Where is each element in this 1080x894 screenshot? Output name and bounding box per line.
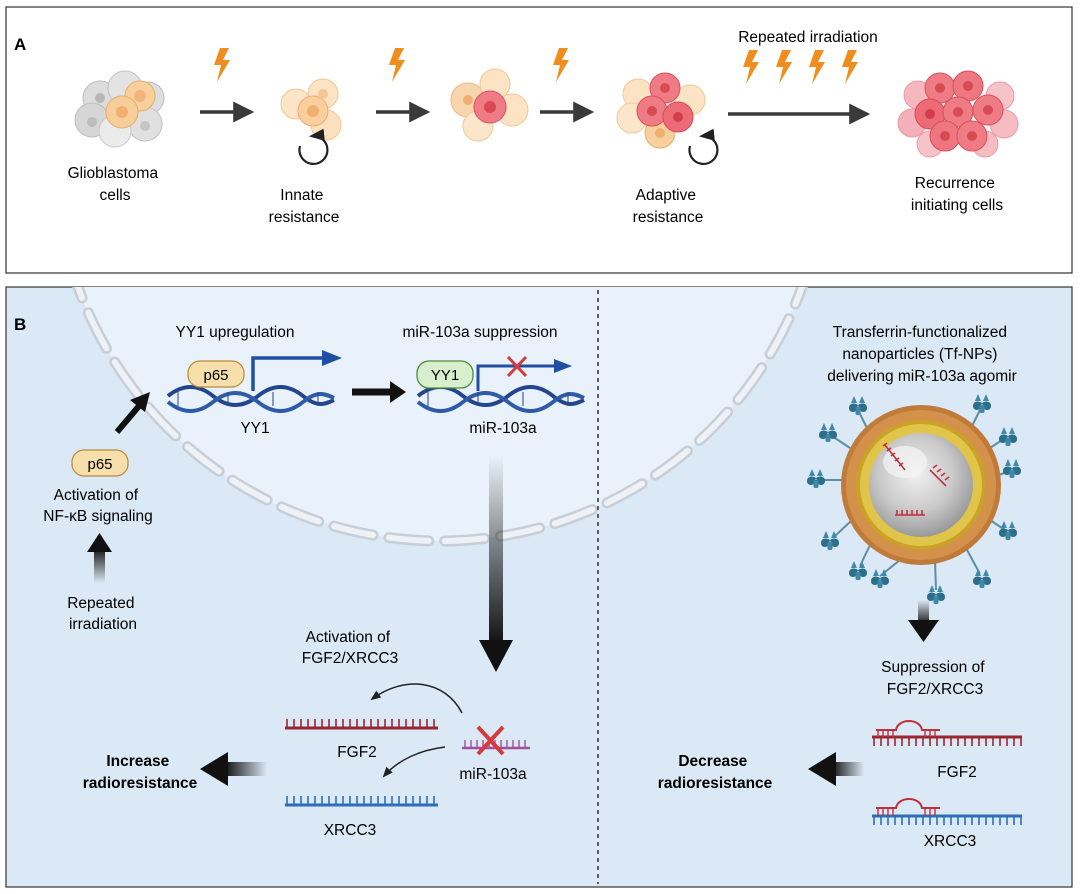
down-arrow: [489, 455, 503, 645]
transcription-arrowhead: [554, 359, 572, 373]
adaptive-label: Adaptive resistance: [633, 187, 704, 226]
transcription-arrow: [251, 356, 325, 391]
p65-badge: p65: [71, 449, 129, 477]
left-arrowhead: [200, 752, 228, 786]
increase-radioresistance-label: Increase radioresistance: [83, 753, 198, 792]
panel-b: B YY1 upregulation p65 YY1 miR-103a supp…: [5, 286, 1073, 888]
panel-b-label: B: [14, 315, 26, 334]
process-arrow: [114, 404, 142, 434]
xrcc3-label: XRCC3: [324, 822, 377, 839]
nanoparticle: [807, 394, 1021, 604]
up-arrow: [94, 548, 105, 583]
curved-arrow: [370, 683, 463, 714]
yy1-badge: YY1: [416, 360, 474, 389]
glioblastoma-label: Glioblastoma cells: [68, 165, 163, 204]
panel-a-label: A: [14, 35, 26, 54]
cross-icon: [506, 355, 528, 378]
yy1-upregulation-label: YY1 upregulation: [176, 324, 295, 341]
down-arrow: [918, 600, 929, 625]
repeated-irradiation-b-label: Repeated irradiation: [67, 595, 139, 633]
xrcc3-mrna-right: [872, 798, 1022, 825]
cycle-arrow-icon: [688, 128, 719, 165]
innate-label: Innate resistance: [269, 187, 340, 226]
p65-badge: p65: [187, 360, 245, 388]
fgf2-mrna-right: [872, 720, 1022, 746]
fgf2-right-label: FGF2: [937, 764, 977, 781]
repeated-irradiation-label: Repeated irradiation: [738, 29, 878, 46]
fgf2-label: FGF2: [337, 744, 377, 761]
suppression-label: Suppression of FGF2/XRCC3: [881, 659, 989, 698]
decrease-radioresistance-label: Decrease radioresistance: [658, 753, 773, 792]
process-arrowhead: [130, 392, 150, 412]
mir-small-label: miR-103a: [459, 766, 527, 783]
recurrence-cell-cluster: [897, 70, 1019, 158]
cross-icon: [476, 725, 505, 756]
up-arrowhead: [87, 533, 112, 552]
mir-dna: [416, 385, 585, 413]
mir-suppression-label: miR-103a suppression: [402, 324, 557, 341]
tf-nps-label: Transferrin-functionalized nanoparticles…: [827, 324, 1017, 385]
innate-cell-cluster: [280, 78, 342, 141]
svg-text:p65: p65: [203, 367, 228, 384]
transcription-arrowhead: [322, 350, 342, 366]
transcription-arrow: [476, 364, 556, 391]
panel-a: A Glioblastoma cells: [5, 6, 1073, 274]
nucleus: [72, 287, 808, 547]
adaptive-cell-cluster: [616, 72, 706, 149]
xrcc3-right-label: XRCC3: [924, 833, 977, 850]
down-arrowhead: [908, 620, 939, 642]
recurrence-label: Recurrence initiating cells: [911, 175, 1003, 214]
mir-gene-label: miR-103a: [469, 420, 537, 437]
curved-arrow: [382, 746, 446, 778]
left-arrow: [225, 762, 267, 776]
svg-text:p65: p65: [87, 456, 112, 473]
down-arrowhead: [479, 640, 513, 672]
activation-fgf2-label: Activation of FGF2/XRCC3: [302, 629, 398, 667]
yy1-dna: [166, 385, 335, 413]
left-arrow: [832, 762, 864, 776]
cycle-arrow-icon: [298, 128, 329, 165]
intermediate-cell-cluster: [450, 68, 529, 142]
yy1-gene-label: YY1: [240, 420, 269, 437]
activation-nfkb-label: Activation of NF-κB signaling: [43, 487, 152, 525]
left-arrowhead: [808, 752, 836, 786]
glioblastoma-cell-cluster: [74, 70, 165, 148]
svg-text:YY1: YY1: [431, 367, 459, 384]
fgf2-mrna: [285, 719, 438, 730]
xrcc3-mrna: [285, 796, 438, 807]
process-arrowhead: [390, 381, 406, 403]
